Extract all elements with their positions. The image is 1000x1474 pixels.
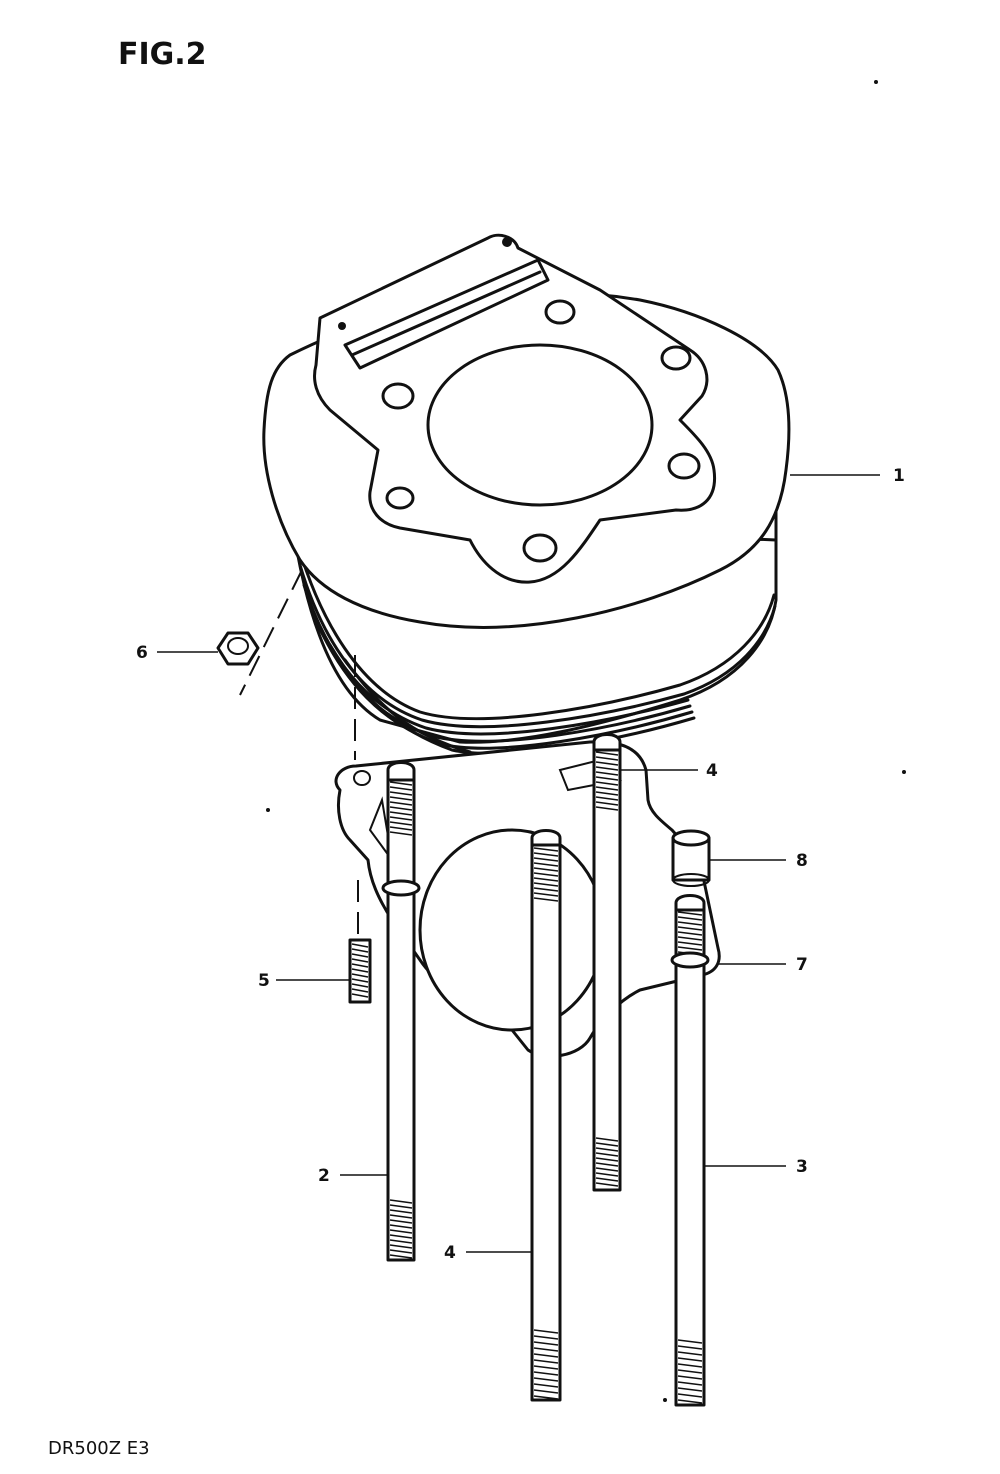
callout-6: 6	[136, 643, 218, 663]
callout-8: 8	[710, 851, 808, 871]
callout-4-lower: 4	[444, 1243, 532, 1263]
dowel-pin	[671, 829, 711, 887]
svg-text:2: 2	[318, 1166, 330, 1186]
scan-speck	[874, 80, 878, 84]
scan-speck	[266, 808, 270, 812]
svg-text:8: 8	[796, 851, 808, 871]
stud-long-left	[381, 761, 421, 1262]
callout-5: 5	[258, 971, 350, 991]
figure-footer: DR500Z E3	[48, 1438, 150, 1459]
scan-speck	[663, 1398, 667, 1402]
callout-2: 2	[318, 1166, 388, 1186]
cap-nut	[216, 631, 260, 666]
stud-right	[670, 894, 710, 1407]
callout-1: 1	[790, 466, 905, 486]
svg-text:6: 6	[136, 643, 148, 663]
stud-rear-center	[592, 733, 622, 1192]
svg-text:5: 5	[258, 971, 270, 991]
stud-front-center	[530, 829, 562, 1402]
cylinder-block	[262, 233, 791, 755]
short-stud	[348, 938, 372, 1004]
svg-text:4: 4	[706, 761, 718, 781]
svg-text:1: 1	[893, 466, 905, 486]
svg-text:4: 4	[444, 1243, 456, 1263]
svg-text:3: 3	[796, 1157, 808, 1177]
callout-7: 7	[718, 955, 808, 975]
callout-4-upper: 4	[620, 761, 718, 781]
scan-speck	[902, 770, 906, 774]
callout-3: 3	[704, 1157, 808, 1177]
figure-title: FIG.2	[118, 37, 207, 72]
svg-text:7: 7	[796, 955, 808, 975]
alignment-line-nut	[239, 569, 303, 696]
